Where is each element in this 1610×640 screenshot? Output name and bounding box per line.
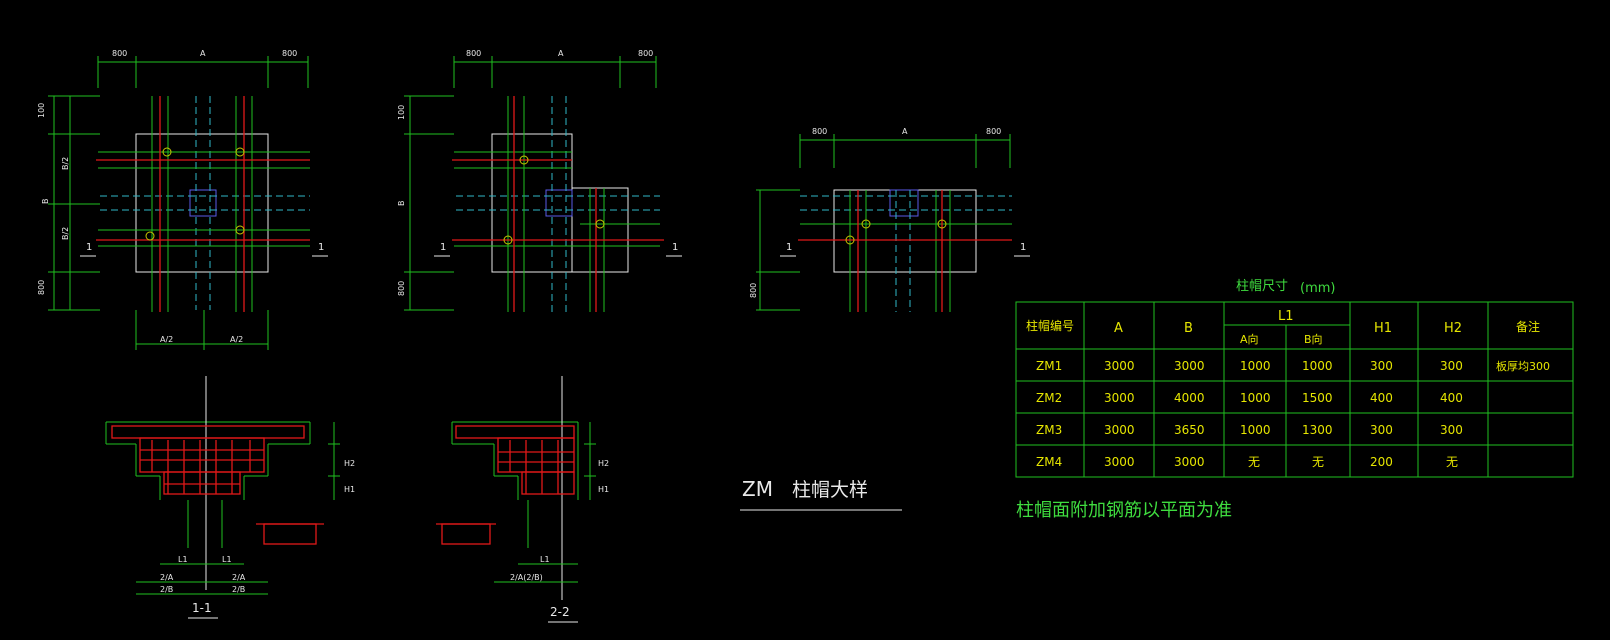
table-row: ZM4 3000 3000 无 无 200 无 (1036, 455, 1458, 469)
header-a: A (1114, 321, 1123, 336)
detail-title: ZM 柱帽大样 (740, 477, 902, 511)
cell-id: ZM1 (1036, 359, 1062, 373)
header-l1: L1 (1278, 309, 1294, 324)
cell-a: 3000 (1104, 423, 1135, 437)
label-h1: H1 (344, 485, 355, 494)
dim-800-bottom: 800 (397, 281, 406, 296)
label-l1-right: L1 (222, 555, 232, 564)
header-l1-b: B向 (1304, 332, 1323, 346)
dim-b2-top: B/2 (61, 157, 70, 170)
cut-mark-left: 1 (786, 242, 792, 253)
cell-la: 1000 (1240, 391, 1271, 405)
section-1-1: H2 H1 L1 L1 2/A 2/A 2/B 2/B 1-1 (105, 376, 355, 619)
dim-b: B (397, 201, 406, 207)
cell-b: 4000 (1174, 391, 1205, 405)
cut-mark-left: 1 (86, 242, 92, 253)
cell-h1: 300 (1370, 359, 1393, 373)
cell-h2: 400 (1440, 391, 1463, 405)
dim-a: A (902, 127, 908, 136)
dim-800-left: 800 (466, 49, 481, 58)
table-unit: (mm) (1300, 281, 1335, 296)
section-2-2: H2 H1 L1 2/A(2/B) 2-2 (436, 376, 609, 623)
plan-view-3: 800 A 800 800 1 1 (749, 127, 1030, 312)
dim-800-right: 800 (638, 49, 653, 58)
header-b: B (1184, 321, 1193, 336)
header-l1-a: A向 (1240, 332, 1259, 346)
cell-la: 1000 (1240, 359, 1271, 373)
cell-h1: 300 (1370, 423, 1393, 437)
cap-size-table: 柱帽尺寸 (mm) 柱帽编号 A B L1 A向 B向 H1 H2 备注 ZM1… (1015, 278, 1574, 478)
dim-b: B (41, 199, 50, 205)
cell-a: 3000 (1104, 455, 1135, 469)
cell-lb: 1000 (1302, 359, 1333, 373)
dim-800-left: 800 (112, 49, 127, 58)
cell-h1: 200 (1370, 455, 1393, 469)
section-title-1-1: 1-1 (192, 601, 212, 615)
dim-a2-right: A/2 (230, 335, 243, 344)
cell-a: 3000 (1104, 359, 1135, 373)
cell-note: 板厚均300 (1496, 359, 1550, 373)
table-row: ZM1 3000 3000 1000 1000 300 300 板厚均300 (1036, 359, 1550, 373)
label-l1-left: L1 (178, 555, 188, 564)
section-title-2-2: 2-2 (550, 605, 570, 619)
dim-800-bottom: 800 (37, 280, 46, 295)
dim-800-bottom: 800 (749, 283, 758, 298)
label-h1: H1 (598, 485, 609, 494)
cell-h2: 300 (1440, 423, 1463, 437)
dim-800-right: 800 (282, 49, 297, 58)
label-2a-left: 2/A (160, 573, 174, 582)
cell-b: 3000 (1174, 359, 1205, 373)
cut-mark-right: 1 (672, 242, 678, 253)
cell-b: 3650 (1174, 423, 1205, 437)
cell-lb: 1300 (1302, 423, 1333, 437)
label-h2: H2 (344, 459, 355, 468)
cut-mark-right: 1 (318, 242, 324, 253)
dim-b2-bottom: B/2 (61, 227, 70, 240)
table-row: ZM2 3000 4000 1000 1500 400 400 (1036, 391, 1463, 405)
label-2b-left: 2/B (160, 585, 173, 594)
cut-mark-left: 1 (440, 242, 446, 253)
table-row: ZM3 3000 3650 1000 1300 300 300 (1036, 423, 1463, 437)
footnote: 柱帽面附加钢筋以平面为准 (1016, 500, 1232, 521)
cell-la: 无 (1248, 455, 1260, 469)
cell-la: 1000 (1240, 423, 1271, 437)
header-id: 柱帽编号 (1026, 318, 1074, 333)
header-note: 备注 (1516, 319, 1540, 334)
cell-lb: 无 (1312, 455, 1324, 469)
cell-id: ZM4 (1036, 455, 1062, 469)
table-title: 柱帽尺寸 (1236, 278, 1288, 294)
dim-100: 100 (37, 103, 46, 118)
label-2a-right: 2/A (232, 573, 246, 582)
dim-a: A (558, 49, 564, 58)
cut-mark-right: 1 (1020, 242, 1026, 253)
cell-h2: 300 (1440, 359, 1463, 373)
cell-h1: 400 (1370, 391, 1393, 405)
dim-800-right: 800 (986, 127, 1001, 136)
label-h2: H2 (598, 459, 609, 468)
label-2a2b: 2/A(2/B) (510, 573, 543, 582)
cell-a: 3000 (1104, 391, 1135, 405)
dim-a2-left: A/2 (160, 335, 173, 344)
detail-name: 柱帽大样 (792, 479, 868, 501)
plan-view-1: 800 A 800 100 B/2 B B/2 800 (37, 49, 328, 350)
cell-h2: 无 (1446, 455, 1458, 469)
cell-lb: 1500 (1302, 391, 1333, 405)
dim-800-left: 800 (812, 127, 827, 136)
label-l1: L1 (540, 555, 550, 564)
detail-code: ZM (742, 477, 773, 501)
label-2b-right: 2/B (232, 585, 245, 594)
dim-a: A (200, 49, 206, 58)
cell-b: 3000 (1174, 455, 1205, 469)
header-h1: H1 (1374, 321, 1392, 336)
dim-100: 100 (397, 105, 406, 120)
cell-id: ZM2 (1036, 391, 1062, 405)
cell-id: ZM3 (1036, 423, 1062, 437)
header-h2: H2 (1444, 321, 1462, 336)
plan-view-2: 800 A 800 100 B 800 1 1 (397, 49, 682, 312)
